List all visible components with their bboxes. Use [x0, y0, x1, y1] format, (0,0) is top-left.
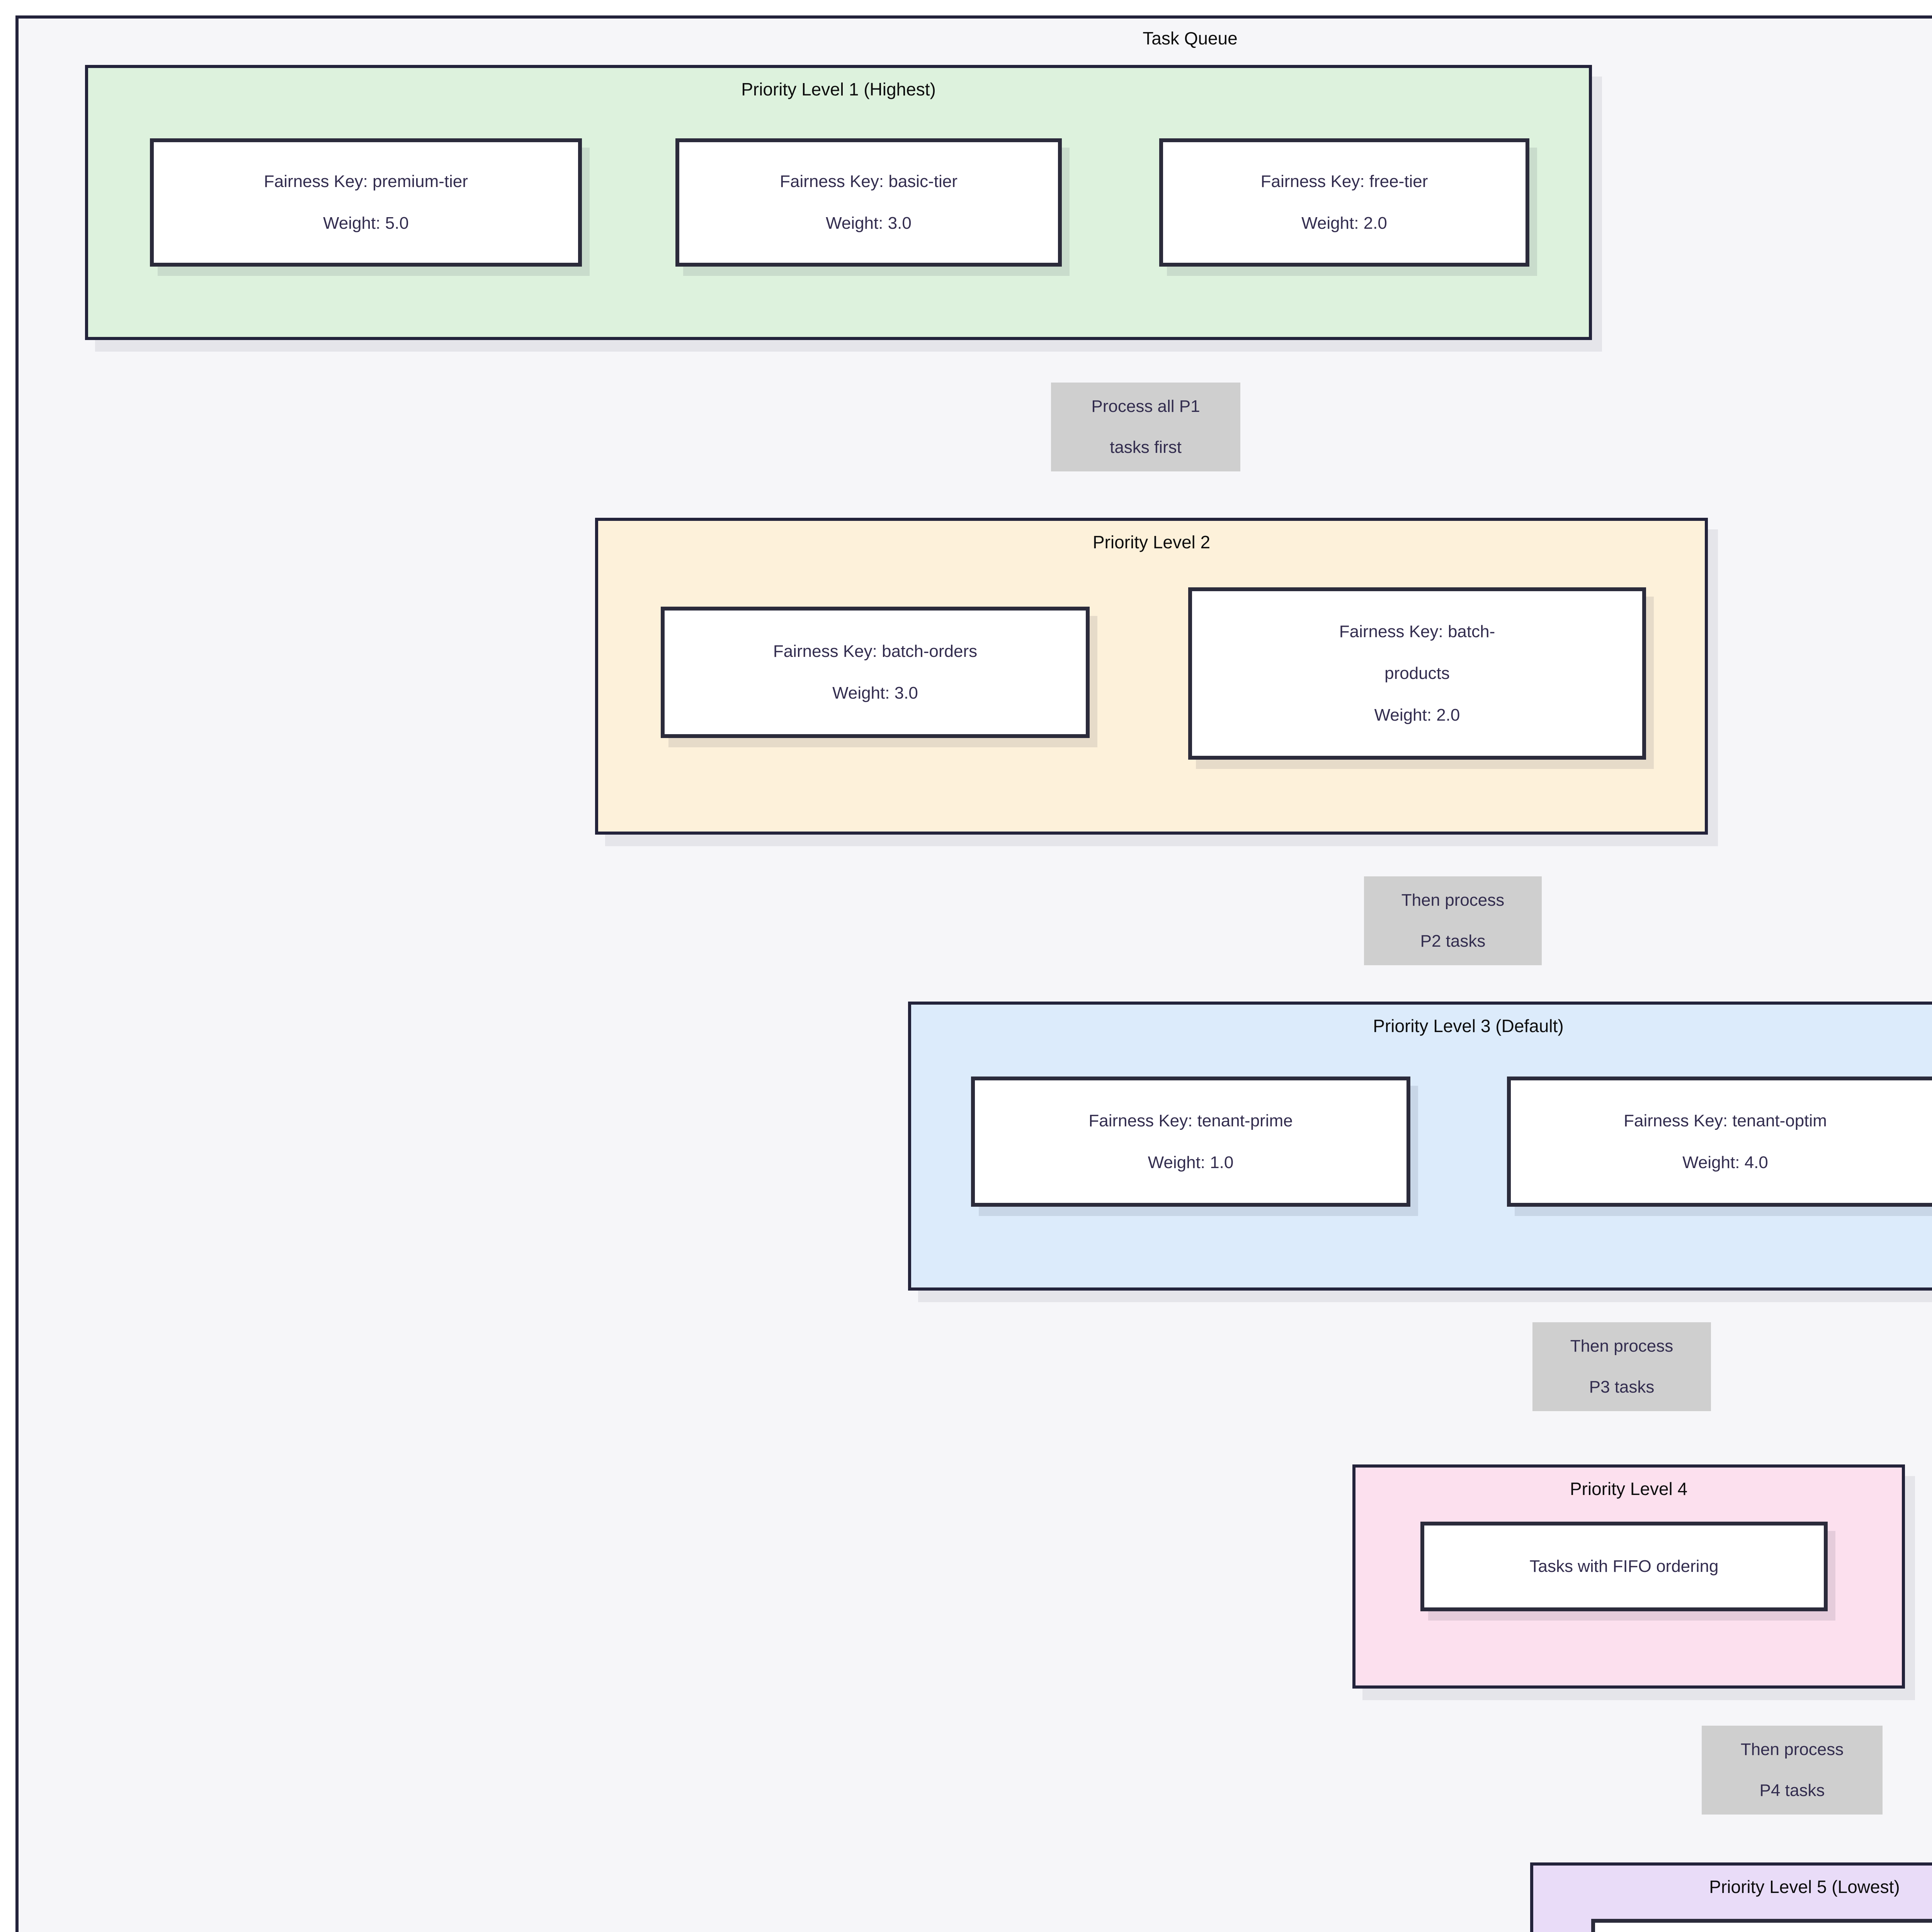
edge-label-line: Then process [1740, 1740, 1844, 1759]
edge-label-line: tasks first [1110, 438, 1182, 457]
edge-label-line: Process all P1 [1091, 397, 1200, 416]
node-basic-tier: Fairness Key: basic-tier Weight: 3.0 [675, 138, 1062, 267]
edge-label-line: Then process [1401, 891, 1505, 910]
node-tenant-prime: Fairness Key: tenant-prime Weight: 1.0 [971, 1077, 1410, 1207]
edge-label-p2-p3: Then process P2 tasks [1364, 876, 1542, 965]
node-line: Fairness Key: batch- [1339, 622, 1495, 641]
node-line: Fairness Key: free-tier [1260, 172, 1428, 191]
edge-label-line: Then process [1570, 1337, 1673, 1355]
node-p4-fifo-ordering: Tasks with FIFO ordering [1420, 1522, 1828, 1611]
task-queue-title: Task Queue [1143, 28, 1238, 48]
node-line: Fairness Key: batch-orders [773, 642, 978, 661]
priority-level-1-title: Priority Level 1 (Highest) [741, 79, 936, 99]
node-line: Weight: 2.0 [1374, 706, 1460, 724]
edge-label-p3-p4: Then process P3 tasks [1532, 1322, 1711, 1411]
node-premium-tier: Fairness Key: premium-tier Weight: 5.0 [150, 138, 582, 267]
priority-level-5-title: Priority Level 5 (Lowest) [1709, 1877, 1900, 1897]
node-line: Tasks with FIFO ordering [1529, 1557, 1719, 1576]
edge-label-p4-p5: Then process P4 tasks [1702, 1726, 1883, 1815]
priority-level-4-title: Priority Level 4 [1570, 1479, 1688, 1499]
node-line: products [1384, 664, 1450, 683]
node-batch-orders: Fairness Key: batch-orders Weight: 3.0 [661, 607, 1090, 738]
node-p5-fifo-ordering: Tasks with FIFO ordering [1591, 1919, 1932, 1932]
edge-label-line: P2 tasks [1420, 932, 1486, 951]
node-line: Fairness Key: premium-tier [264, 172, 468, 191]
node-line: Weight: 1.0 [1148, 1153, 1234, 1172]
node-batch-products: Fairness Key: batch- products Weight: 2.… [1188, 587, 1646, 760]
node-line: Weight: 3.0 [826, 214, 912, 233]
priority-level-3-title: Priority Level 3 (Default) [1373, 1016, 1564, 1036]
node-line: Fairness Key: tenant-optim [1624, 1111, 1827, 1130]
node-line: Weight: 5.0 [323, 214, 409, 233]
edge-label-line: P3 tasks [1589, 1378, 1655, 1396]
node-line: Fairness Key: tenant-prime [1088, 1111, 1293, 1130]
node-free-tier: Fairness Key: free-tier Weight: 2.0 [1159, 138, 1529, 267]
priority-level-2-title: Priority Level 2 [1092, 532, 1211, 552]
node-line: Weight: 3.0 [832, 684, 918, 702]
edge-label-p1-p2: Process all P1 tasks first [1051, 383, 1240, 471]
edge-label-line: P4 tasks [1759, 1781, 1825, 1800]
node-tenant-optim: Fairness Key: tenant-optim Weight: 4.0 [1507, 1077, 1932, 1207]
node-line: Fairness Key: basic-tier [780, 172, 957, 191]
node-line: Weight: 2.0 [1301, 214, 1387, 233]
node-line: Weight: 4.0 [1682, 1153, 1768, 1172]
